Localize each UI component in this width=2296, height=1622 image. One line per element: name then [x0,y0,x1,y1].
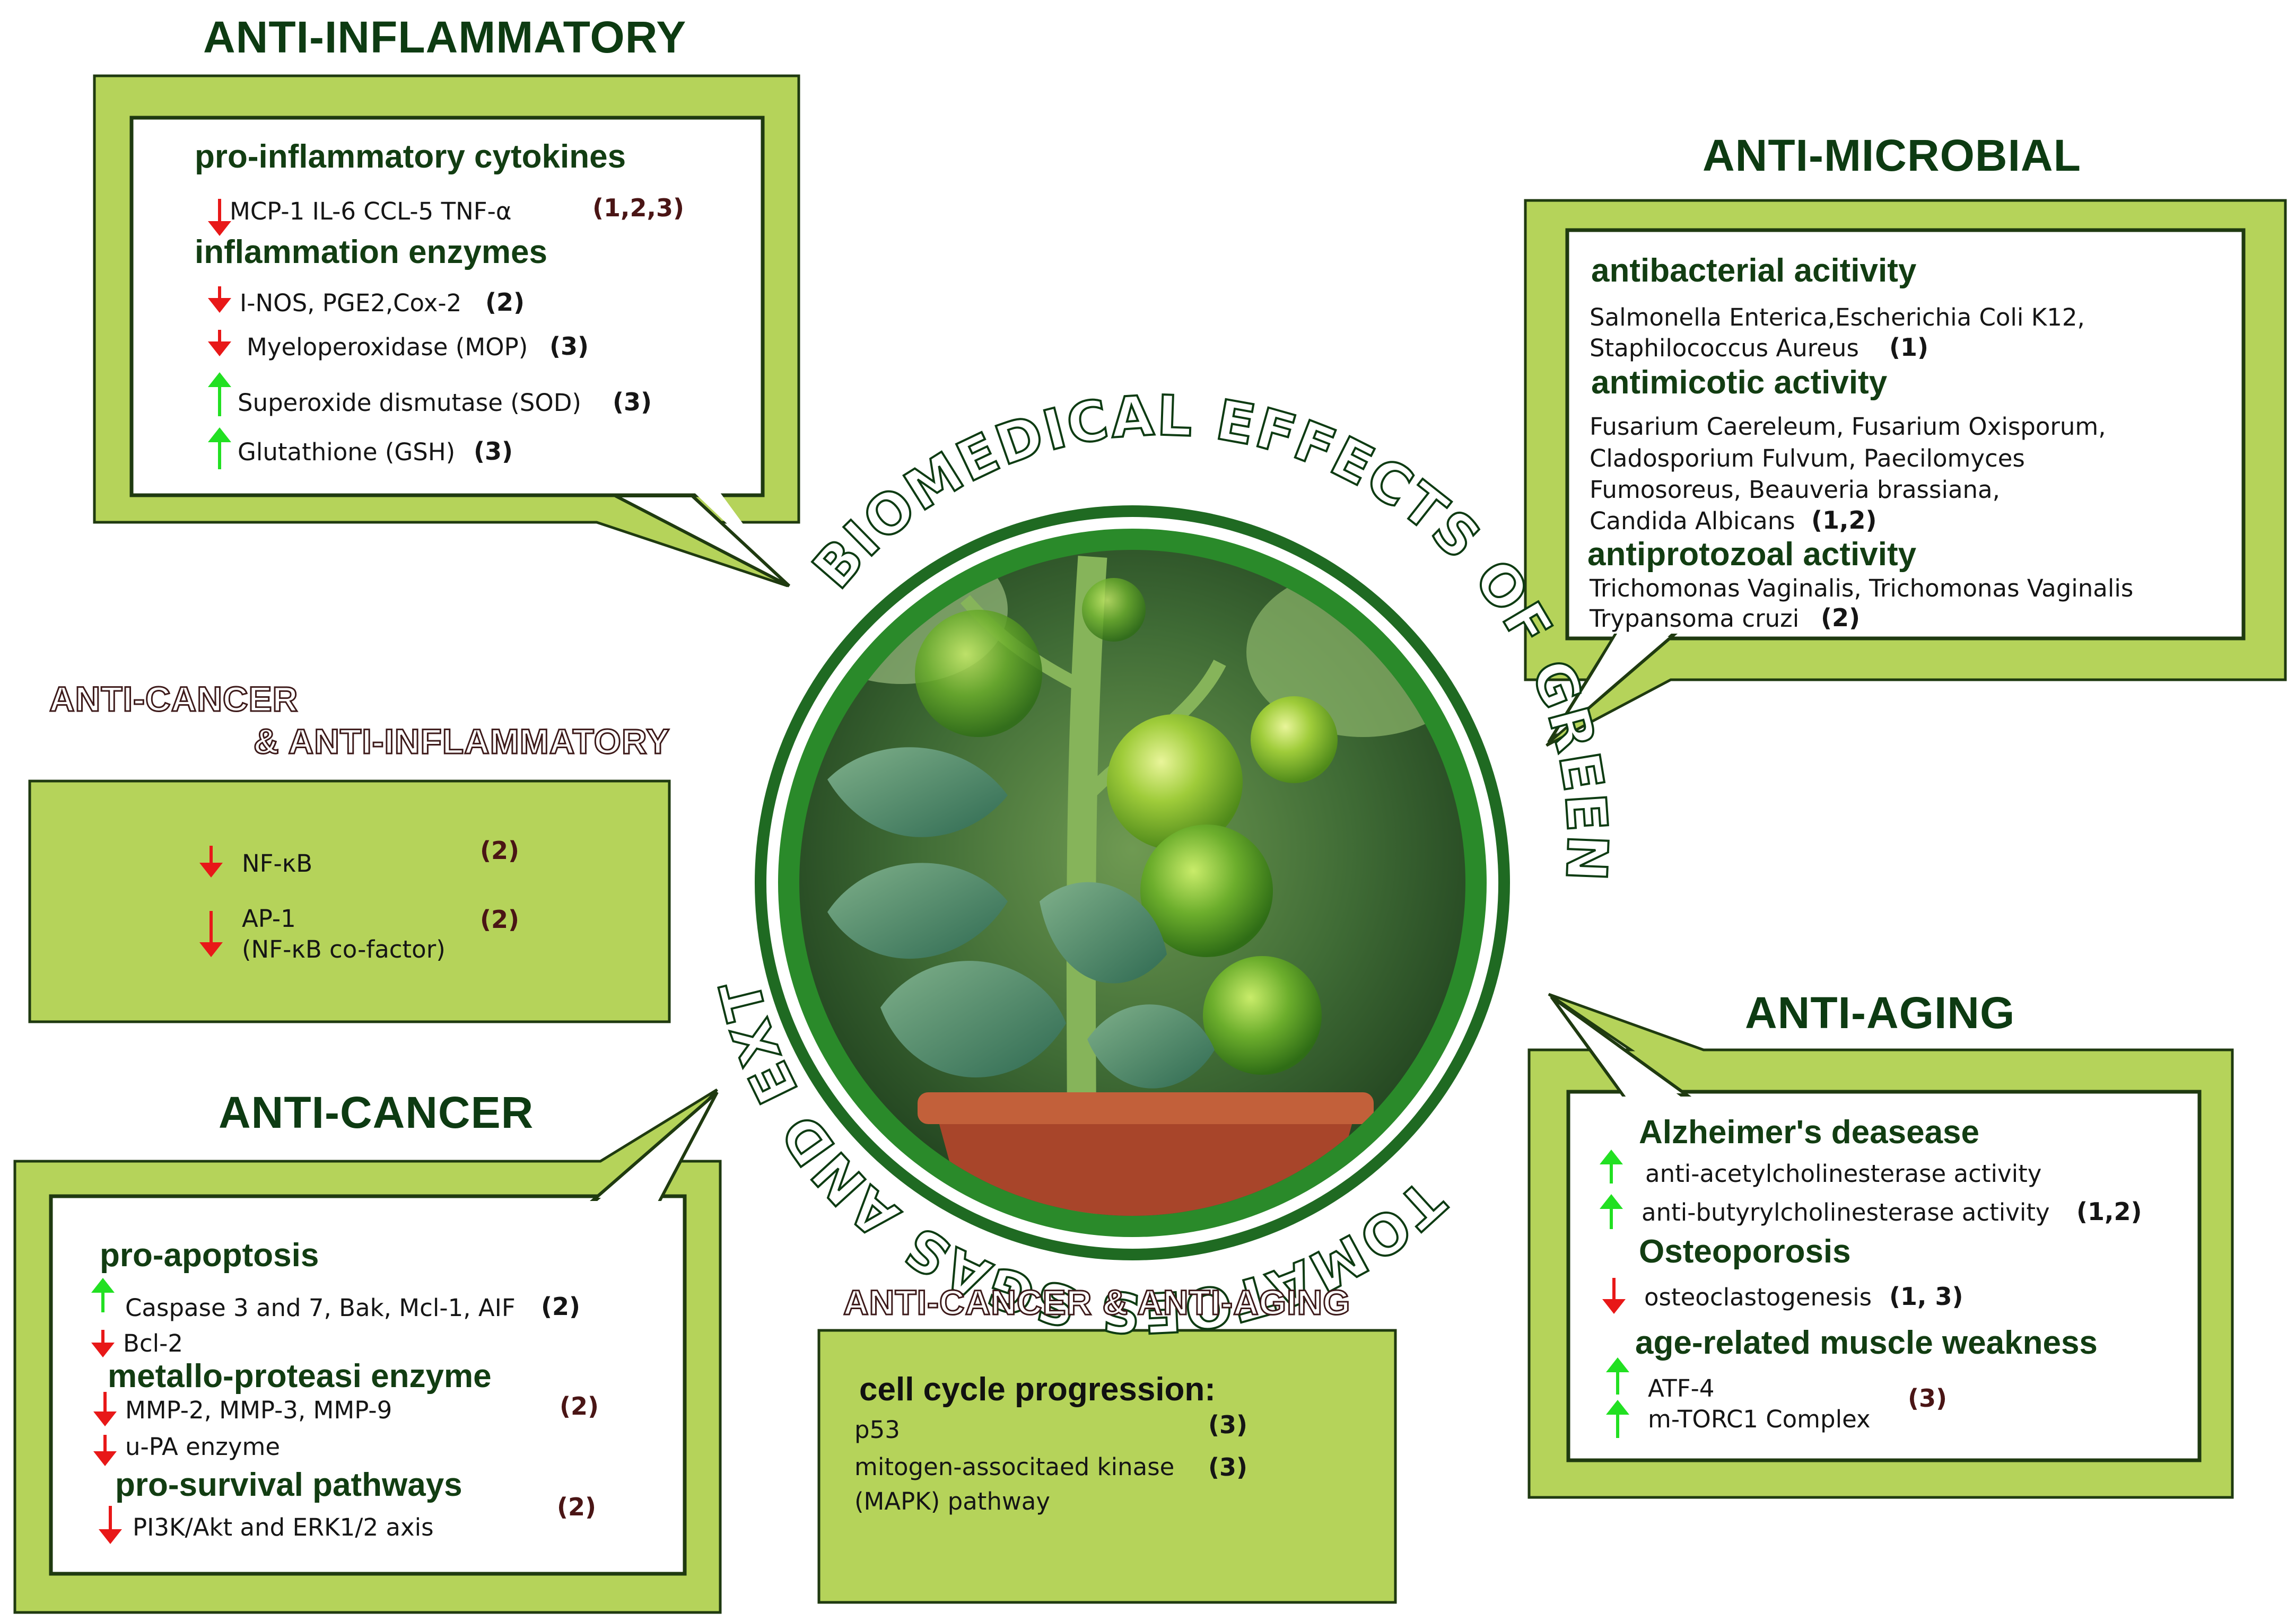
anti-inflammatory-textbox [129,116,765,497]
arrow-down-icon [208,330,231,356]
antibacterial-line-1: Salmonella Enterica,Escherichia Coli K12… [1590,303,2085,331]
gsh-line: Glutathione (GSH) [238,438,456,466]
arrow-down-icon [199,911,223,957]
butyrylcholinesterase-line: anti-butyrylcholinesterase activity [1642,1198,2050,1226]
antimicotic-line-4: Candida Albicans [1590,507,1795,535]
arrow-down-icon [91,1330,115,1357]
mmp-line: MMP-2, MMP-3, MMP-9 [125,1396,392,1424]
anti-cancer-aging-heading: ANTI-CANCER & ANTI-AGING [842,1282,1351,1323]
arrow-down-icon [99,1506,122,1544]
sod-line: Superoxide dismutase (SOD) [238,389,581,417]
nf-kb-line: NF-κB [242,849,313,878]
pro-apoptosis-heading: pro-apoptosis [100,1237,319,1274]
arrow-up-icon [208,427,231,469]
arrow-up-icon [208,372,231,416]
mapk-ref: (3) [1208,1453,1248,1481]
anti-microbial-textbox [1565,228,2246,641]
arrow-down-icon [208,199,231,236]
anti-cancer-aging-box [817,1329,1397,1604]
anti-inflammatory-heading: ANTI-INFLAMMATORY [203,12,687,62]
arrow-down-icon [93,1435,117,1466]
pro-survival-heading: pro-survival pathways [115,1467,462,1503]
muscle-weakness-ref: (3) [1908,1384,1948,1413]
anti-cancer-textbox [49,1194,687,1576]
alzheimers-heading: Alzheimer's deasease [1639,1114,1980,1151]
mop-line: Myeloperoxidase (MOP) [247,333,528,361]
anti-cancer-inflammatory-heading-1: ANTI-CANCER [48,679,299,720]
arrow-up-icon [1606,1357,1629,1395]
antimicotic-line-1: Fusarium Caereleum, Fusarium Oxisporum, [1590,413,2106,441]
inos-line: I-NOS, PGE2,Cox-2 [240,289,462,317]
nf-kb-ref: (2) [480,836,520,865]
anti-cancer-inflammatory-box [28,779,671,1023]
caspase-line: Caspase 3 and 7, Bak, Mcl-1, AIF [125,1294,516,1322]
mapk-line-1: mitogen-associtaed kinase [854,1453,1175,1481]
p53-ref: (3) [1208,1410,1248,1439]
antibacterial-ref: (1) [1889,333,1929,362]
antiprotozoal-ref: (2) [1821,603,1861,632]
ap1-ref: (2) [480,905,520,934]
arrow-up-icon [1600,1194,1623,1229]
p53-line: p53 [854,1416,900,1444]
ap1-line: AP-1 [242,905,296,933]
antiprotozoal-line-1: Trichomonas Vaginalis, Trichomonas Vagin… [1590,574,2134,602]
inos-ref: (2) [485,288,525,317]
arrow-up-icon [1606,1400,1629,1438]
osteoclastogenesis-line: osteoclastogenesis [1644,1283,1872,1311]
antimicotic-line-3: Fumosoreus, Beauveria brassiana, [1590,476,2000,504]
antimicotic-line-2: Cladosporium Fulvum, Paecilomyces [1590,444,2025,472]
anti-cancer-heading: ANTI-CANCER [219,1088,534,1137]
atf4-line: ATF-4 [1648,1374,1715,1402]
arrow-up-icon [1600,1150,1623,1183]
antiprotozoal-heading: antiprotozoal activity [1587,536,1917,573]
pro-inflammatory-cytokines-heading: pro-inflammatory cytokines [195,138,626,175]
metallo-proteasi-heading: metallo-proteasi enzyme [108,1358,492,1395]
gsh-ref: (3) [474,437,513,466]
cell-cycle-heading: cell cycle progression: [859,1371,1216,1408]
mtorc1-line: m-TORC1 Complex [1648,1405,1871,1433]
pro-survival-ref: (2) [557,1493,597,1521]
butyrylcholinesterase-ref: (1,2) [2076,1197,2142,1226]
sod-ref: (3) [613,388,652,416]
anti-aging-textbox [1566,1090,2202,1462]
anti-aging-heading: ANTI-AGING [1745,988,2015,1038]
arrow-up-icon [91,1278,115,1312]
muscle-weakness-heading: age-related muscle weakness [1635,1325,2098,1361]
mop-ref: (3) [549,332,589,361]
cytokines-ref: (1,2,3) [592,194,685,222]
mapk-line-2: (MAPK) pathway [854,1487,1050,1515]
ap1-cofactor-line: (NF-κB co-factor) [242,935,446,963]
tomato-plant-photo [799,550,1465,1216]
antibacterial-line-2: Staphilococcus Aureus [1590,334,1859,362]
pi3k-line: PI3K/Akt and ERK1/2 axis [133,1513,434,1541]
bcl2-line: Bcl-2 [123,1329,183,1357]
antiprotozoal-line-2: Trypansoma cruzi [1590,604,1800,633]
mmp-ref: (2) [560,1392,599,1421]
anti-cancer-inflammatory-heading-2: & ANTI-INFLAMMATORY [252,721,670,762]
arrow-down-icon [93,1392,117,1426]
arrow-down-icon [1602,1278,1626,1314]
antimicotic-ref: (1,2) [1811,506,1877,534]
osteoclastogenesis-ref: (1, 3) [1889,1282,1963,1311]
arrow-down-icon [199,846,223,878]
osteoporosis-heading: Osteoporosis [1639,1233,1851,1270]
antimicotic-heading: antimicotic activity [1591,364,1888,401]
upa-line: u-PA enzyme [125,1433,281,1461]
inflammation-enzymes-heading: inflammation enzymes [195,234,547,270]
arrow-down-icon [208,286,231,313]
antibacterial-heading: antibacterial acitivity [1591,252,1917,289]
acetylcholinesterase-line: anti-acetylcholinesterase activity [1645,1160,2042,1188]
anti-microbial-heading: ANTI-MICROBIAL [1703,130,2081,180]
caspase-ref: (2) [541,1292,581,1321]
cytokines-list: MCP-1 IL-6 CCL-5 TNF-α [230,197,512,225]
